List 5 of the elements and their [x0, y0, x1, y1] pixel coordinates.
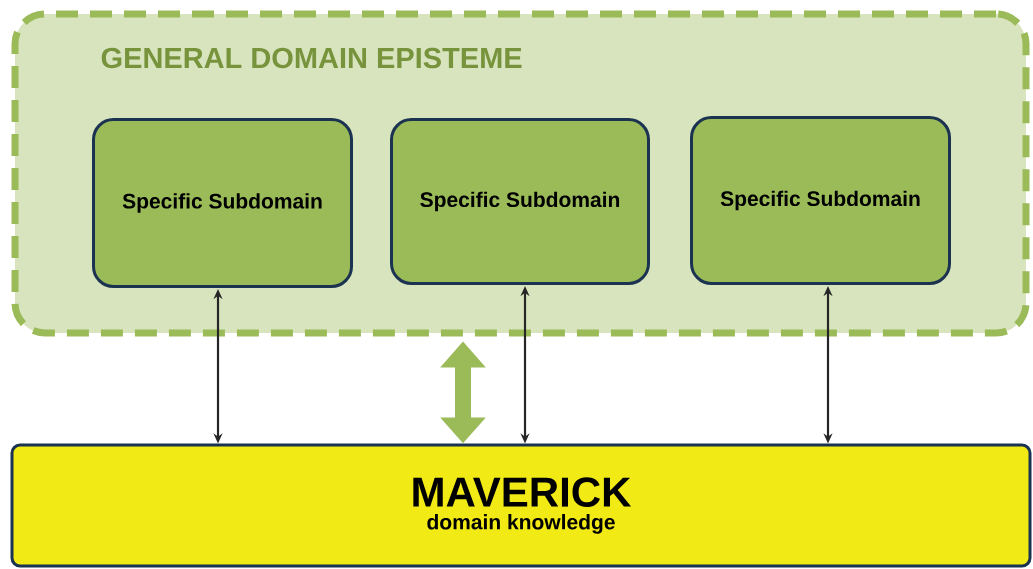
subdomain-box: Specific Subdomain: [690, 116, 951, 285]
subdomain-box: Specific Subdomain: [92, 118, 353, 288]
subdomain-box: Specific Subdomain: [390, 118, 650, 285]
panel-heading: GENERAL DOMAIN EPISTEME: [101, 47, 522, 69]
knowledge-box: MAVERICK domain knowledge: [10, 443, 1032, 568]
